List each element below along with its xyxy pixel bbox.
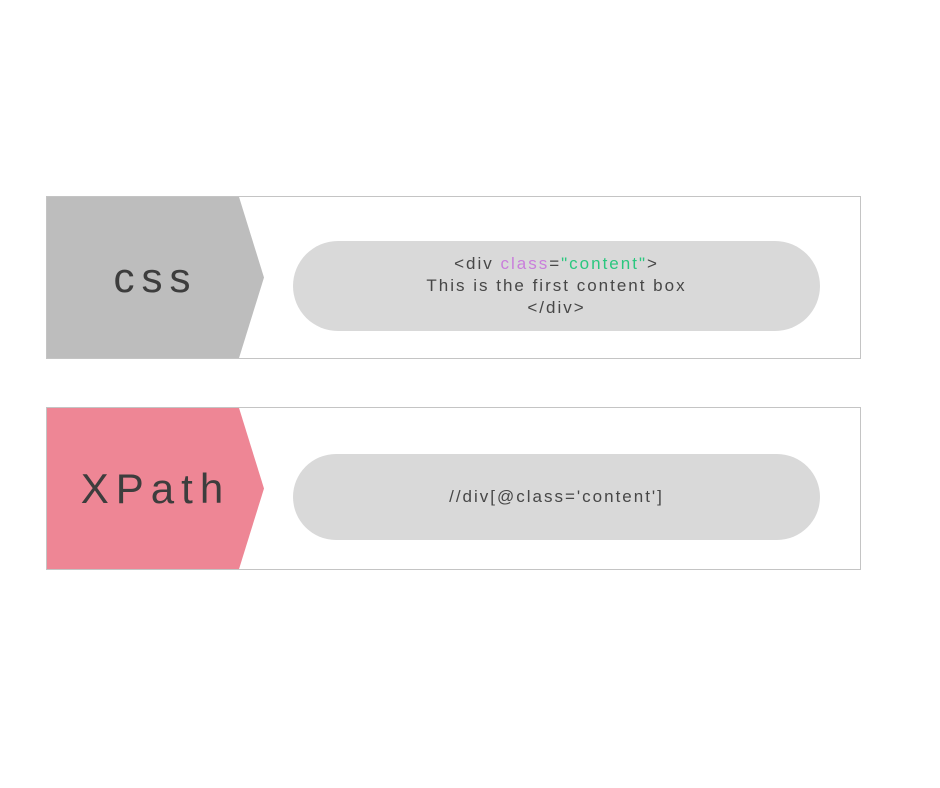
- html-code-line-1: <div class="content">: [454, 253, 659, 275]
- tag-close-text: >: [646, 254, 659, 273]
- xpath-label: XPath: [80, 464, 231, 512]
- xpath-expression-text: //div[@class='content']: [449, 487, 664, 506]
- css-selector-card: css <div class="content"> This is the fi…: [46, 196, 861, 359]
- tag-open-text: <div: [454, 254, 501, 273]
- css-arrow-shape: css: [47, 197, 264, 358]
- xpath-selector-card: XPath //div[@class='content']: [46, 407, 861, 570]
- xpath-code-pill: //div[@class='content']: [293, 454, 820, 540]
- attr-value-text: "content": [561, 254, 647, 273]
- html-code-line-3: </div>: [527, 298, 586, 317]
- attr-name-text: class: [500, 254, 550, 273]
- css-code-pill: <div class="content"> This is the first …: [293, 241, 820, 331]
- xpath-arrow-shape: XPath: [47, 408, 264, 569]
- equals-text: =: [549, 254, 562, 273]
- css-label: css: [113, 253, 198, 301]
- html-code-line-2: This is the first content box: [426, 276, 687, 295]
